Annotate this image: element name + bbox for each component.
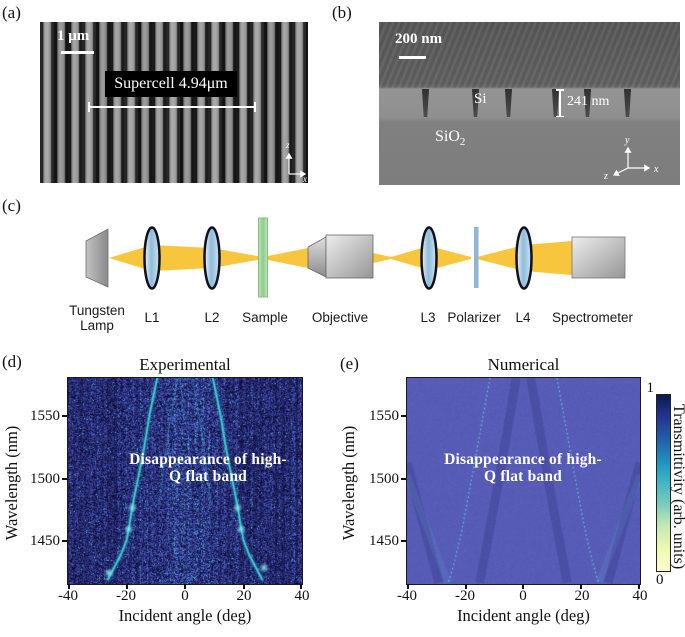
xtickmark — [522, 584, 524, 589]
ytick-1550-e: 1550 — [365, 408, 399, 425]
xtickmark — [243, 584, 245, 589]
axis-x-label-a: x — [302, 174, 307, 183]
depth-label: 241 nm — [567, 94, 609, 110]
sem-image-grating-topview: 1 μm Supercell 4.94μm z x — [40, 22, 308, 183]
label-l3: L3 — [414, 310, 442, 325]
sample-slab — [259, 218, 268, 297]
xtickmark — [407, 584, 409, 589]
axis-y-label-b: y — [624, 135, 630, 146]
annotation-line2: Q flat band — [91, 469, 325, 486]
depth-bracket-bottom-cap — [556, 116, 564, 118]
objective-body — [326, 235, 373, 278]
xtick-m20-d: -20 — [106, 588, 146, 605]
axis-z-label-b: z — [603, 171, 608, 182]
ytick-1550-d: 1550 — [26, 408, 60, 425]
depth-bracket-line — [559, 89, 561, 117]
lens-l3 — [422, 228, 437, 289]
xtickmark — [300, 584, 302, 589]
xtick-40-e: 40 — [620, 588, 660, 605]
xlabel-numerical: Incident angle (deg) — [407, 606, 640, 626]
ytick-1450-d: 1450 — [26, 533, 60, 550]
ytickmark — [62, 478, 67, 480]
colorbar-tick-0: 0 — [656, 572, 670, 589]
ytickmark — [401, 415, 406, 417]
lens-l4 — [517, 228, 532, 289]
xtickmark — [184, 584, 186, 589]
colorbar-tick-1: 1 — [640, 380, 654, 397]
xtick-m40-e: -40 — [387, 588, 427, 605]
ytick-1450-e: 1450 — [365, 533, 399, 550]
axis-z-label-a: z — [285, 140, 290, 150]
annotation-line1: Disappearance of high- — [91, 452, 325, 469]
ytickmark — [62, 540, 67, 542]
ytick-1500-e: 1500 — [365, 471, 399, 488]
tungsten-lamp — [86, 229, 108, 287]
axes-indicator-a: z x — [270, 128, 308, 183]
grating-stripes — [40, 22, 308, 183]
xtickmark — [638, 584, 640, 589]
colorbar-label: Transmittivity (arb. units) — [669, 372, 685, 602]
si-layer-label: Si — [474, 91, 487, 108]
label-objective: Objective — [305, 310, 375, 325]
depth-bracket-top-cap — [556, 89, 564, 91]
xtickmark — [580, 584, 582, 589]
sem-image-cross-section: 200 nm Si SiO2 241 nm y x z — [379, 22, 680, 185]
xtick-20-e: 20 — [562, 588, 602, 605]
sio2-subscript: 2 — [460, 136, 466, 148]
axis-x-label-b: x — [653, 164, 659, 175]
sio2-layer-label: SiO2 — [435, 128, 465, 148]
ytickmark — [401, 540, 406, 542]
supercell-label: Supercell 4.94μm — [105, 71, 237, 97]
xlabel-experimental: Incident angle (deg) — [68, 606, 302, 626]
xtickmark — [68, 584, 70, 589]
scale-bar-label-a: 1 μm — [57, 28, 89, 45]
lens-l2 — [205, 228, 220, 289]
label-l4: L4 — [509, 310, 537, 325]
experimental-title: Experimental — [68, 355, 302, 375]
polarizer-plate — [474, 227, 479, 288]
xtick-0-d: 0 — [165, 588, 205, 605]
xtick-20-d: 20 — [224, 588, 264, 605]
annotation-line1: Disappearance of high- — [406, 452, 640, 469]
sio2-text: SiO — [435, 128, 460, 145]
objective-nose — [308, 237, 326, 277]
ytickmark — [401, 478, 406, 480]
label-tungsten-lamp: Tungsten Lamp — [58, 303, 136, 333]
label-polarizer: Polarizer — [444, 310, 504, 325]
label-l2: L2 — [198, 310, 226, 325]
xtick-m20-e: -20 — [445, 588, 485, 605]
label-spectrometer: Spectrometer — [550, 310, 635, 325]
scale-bar-b — [399, 56, 426, 59]
scale-bar-label-b: 200 nm — [395, 31, 442, 48]
numerical-annotation: Disappearance of high- Q flat band — [406, 452, 640, 485]
panel-a-label: (a) — [2, 3, 21, 23]
experimental-annotation: Disappearance of high- Q flat band — [91, 452, 325, 485]
ylabel-experimental: Wavelength (nm) — [2, 403, 22, 563]
xtickmark — [126, 584, 128, 589]
panel-b-label: (b) — [332, 3, 352, 23]
axes-indicator-b: y x z — [594, 132, 669, 182]
xtick-m40-d: -40 — [48, 588, 88, 605]
supercell-measure-cap-left — [88, 102, 90, 112]
panel-d-label: (d) — [2, 352, 22, 372]
panel-e-label: (e) — [340, 354, 359, 374]
numerical-title: Numerical — [407, 355, 640, 375]
supercell-measure-cap-right — [254, 102, 256, 112]
spectrometer-box — [572, 237, 625, 278]
annotation-line2: Q flat band — [406, 469, 640, 486]
scale-bar-a — [61, 51, 94, 54]
lens-l1 — [145, 228, 160, 289]
ytickmark — [62, 415, 67, 417]
label-sample: Sample — [235, 310, 295, 325]
xtick-40-d: 40 — [282, 588, 322, 605]
xtick-0-e: 0 — [503, 588, 543, 605]
label-l1: L1 — [138, 310, 166, 325]
ytick-1500-d: 1500 — [26, 471, 60, 488]
ylabel-numerical: Wavelength (nm) — [339, 403, 359, 563]
xtickmark — [465, 584, 467, 589]
supercell-measure-line — [88, 106, 256, 108]
